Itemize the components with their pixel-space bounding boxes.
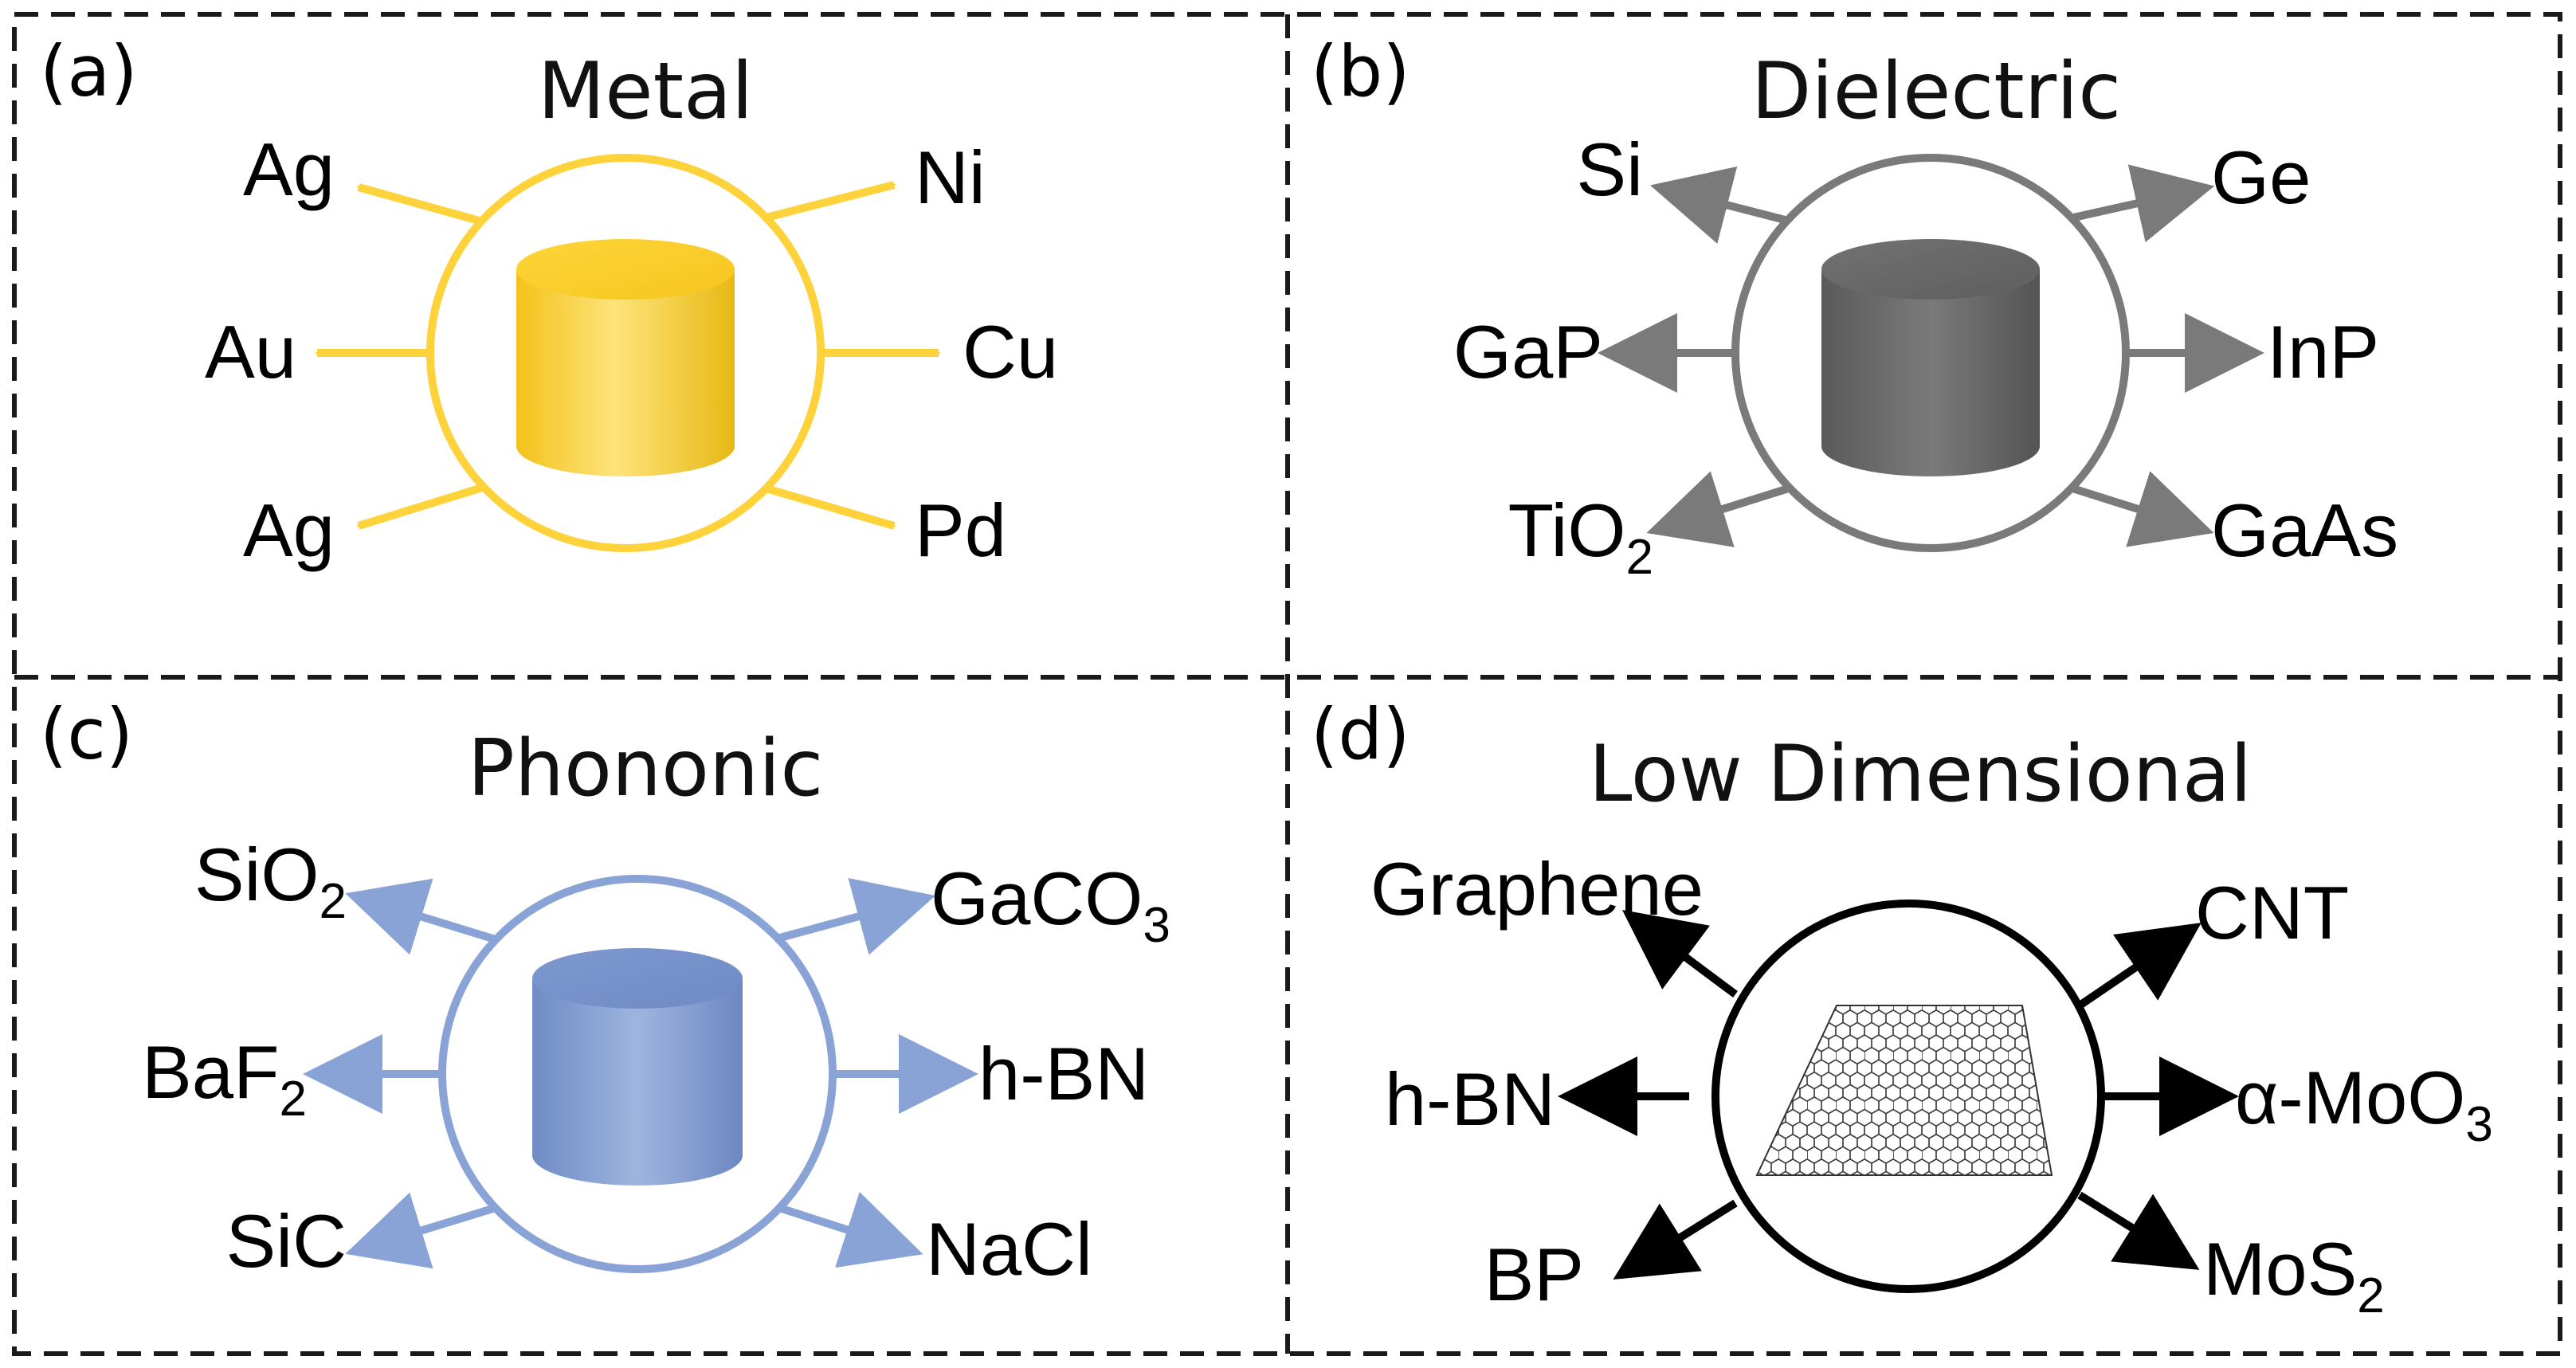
arrow-phononic-lr [775,1191,923,1268]
panel-title-metal: Metal [538,46,754,137]
material-metal-mr: Cu [963,310,1058,394]
panel-frame [12,12,2562,1356]
low-dimensional-arrows [1558,910,2239,1280]
panel-low-dimensional: (d) Low Dimensional Graphene h-BN BP CNT… [1311,693,2493,1323]
panel-dielectric: (b) Dielectric Si GaP TiO2 Ge InP GaAs [1311,30,2398,585]
material-lowdim-ml: h-BN [1385,1057,1555,1141]
material-metal-ul: Ag [243,127,335,211]
material-metal-lr: Pd [915,488,1006,572]
material-phononic-ll: SiC [226,1199,347,1283]
material-phononic-ml: BaF2 [142,1030,307,1127]
arrow-phononic-ur [775,878,935,955]
arrow-dielectric-lr [2068,471,2214,547]
arrow-lowdim-ll [1613,1199,1738,1280]
arrow-metal-ur [762,181,896,222]
arrow-phononic-ll [345,1192,500,1269]
panel-metal: (a) Metal Ag Au Ag Ni Cu Pd [40,30,1058,572]
material-phononic-ul: SiO2 [194,833,347,929]
material-phononic-mr: h-BN [978,1032,1149,1115]
material-metal-ll: Ag [243,488,335,572]
material-lowdim-ur: CNT [2195,871,2349,954]
arrow-lowdim-ur [2077,923,2202,1009]
material-metal-ml: Au [205,310,296,394]
material-lowdim-mr: α-MoO3 [2235,1056,2493,1152]
panel-label-a: (a) [40,30,138,112]
arrow-dielectric-ll [1646,471,1793,547]
material-dielectric-mr: InP [2267,310,2379,394]
material-dielectric-ml: GaP [1453,310,1603,394]
panel-label-d: (d) [1311,693,1410,775]
material-lowdim-ul: Graphene [1370,847,1704,931]
arrow-phononic-ul [345,878,500,955]
arrow-dielectric-ur [2068,164,2215,243]
material-phononic-lr: NaCl [926,1207,1092,1291]
arrow-metal-ul [356,183,484,225]
dielectric-cylinder-icon [1821,239,2040,476]
material-dielectric-ll: TiO2 [1508,488,1653,585]
arrow-dielectric-ul [1649,166,1793,244]
metal-cylinder-icon [516,239,735,476]
phononic-cylinder-icon [532,948,743,1186]
arrow-lowdim-ul [1621,910,1738,998]
material-dielectric-ur: Ge [2211,135,2311,219]
material-dielectric-lr: GaAs [2211,488,2398,572]
phononic-arrows [303,878,978,1269]
arrow-metal-ll [356,484,484,530]
panel-title-phononic: Phononic [468,723,823,814]
panel-title-dielectric: Dielectric [1751,46,2121,137]
material-lowdim-ll: BP [1484,1233,1584,1316]
panel-title-low-dimensional: Low Dimensional [1589,729,2252,820]
material-metal-ur: Ni [915,135,986,219]
material-phononic-ur: GaCO3 [931,856,1170,953]
material-dielectric-ul: Si [1576,127,1643,211]
arrow-metal-lr [762,484,896,530]
panel-phononic: (c) Phononic SiO2 BaF2 SiC GaCO3 h-BN Na… [40,693,1170,1291]
arrow-lowdim-lr [2077,1191,2200,1270]
material-lowdim-lr: MoS2 [2203,1227,2385,1323]
graphene-sheet-icon [1755,1005,2053,1176]
dielectric-arrows [1598,164,2264,547]
panel-label-b: (b) [1311,30,1410,112]
panel-label-c: (c) [40,693,133,775]
